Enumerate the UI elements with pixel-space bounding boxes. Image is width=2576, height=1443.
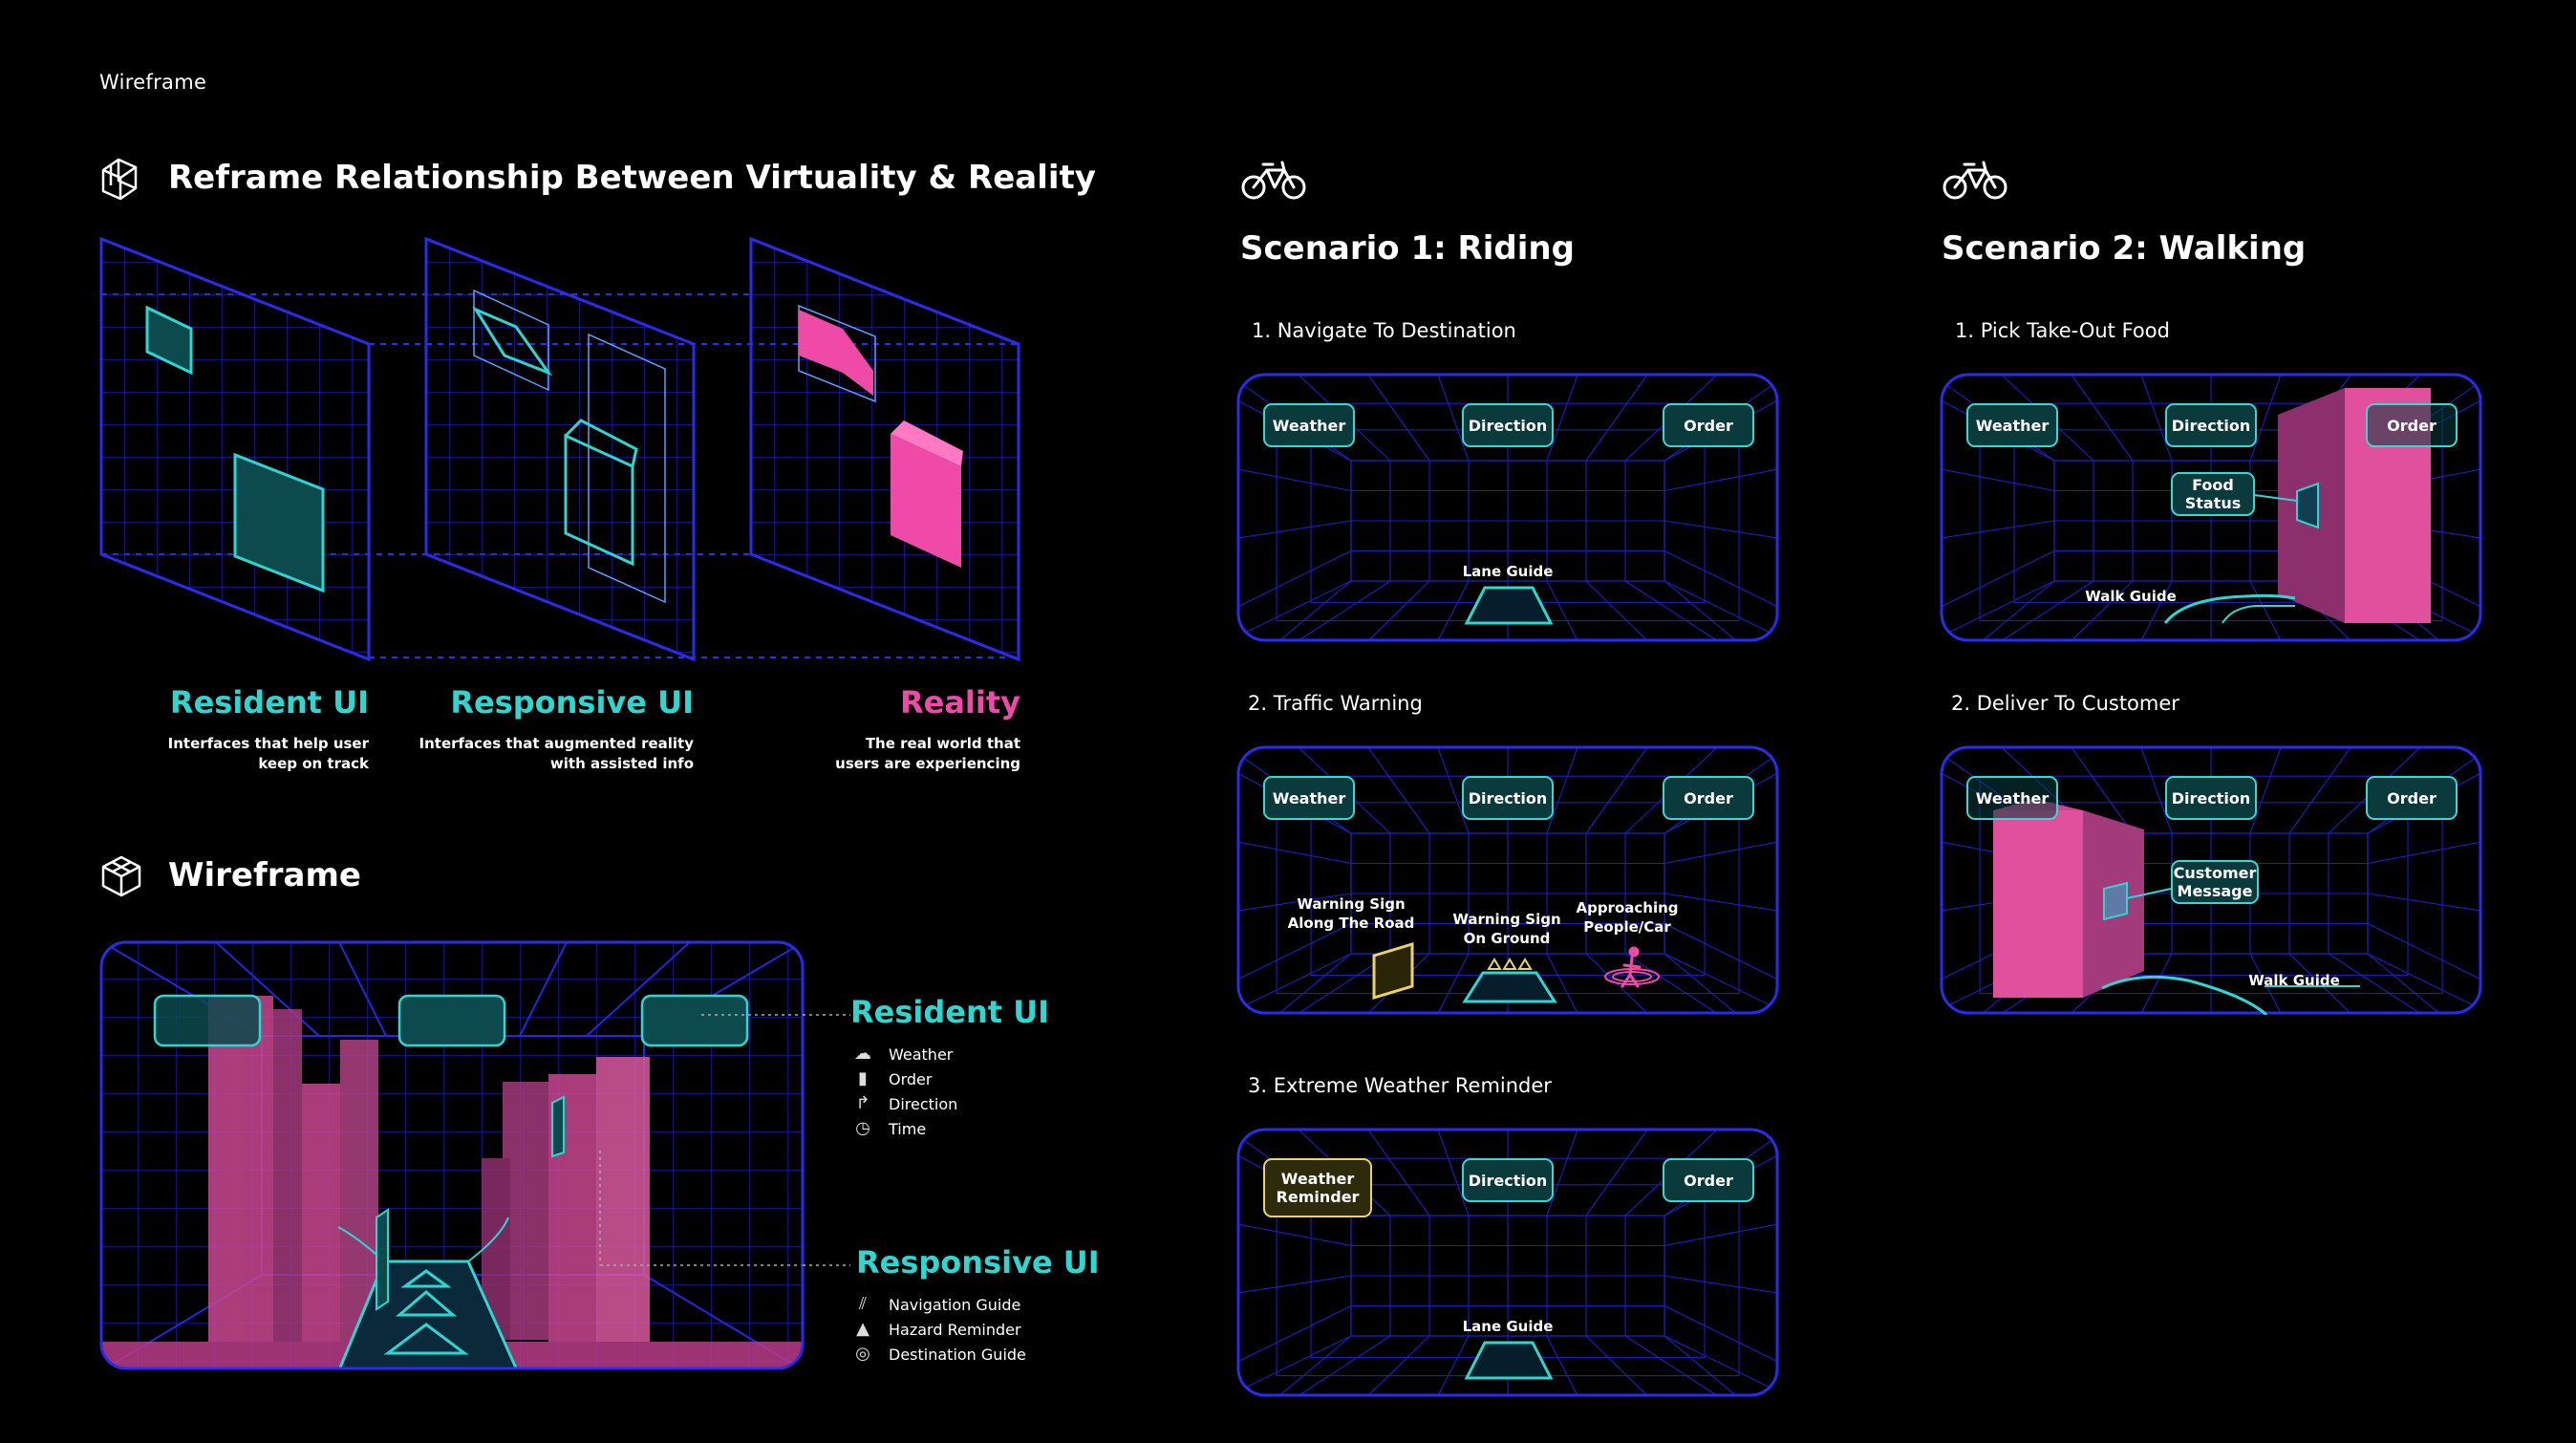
road-sign-shape [1372,942,1414,1001]
navigation-icon: ⫽ [858,1294,868,1314]
legend-navigation: ⫽Navigation Guide [852,1292,1026,1317]
legend-direction: ↱Direction [852,1091,957,1116]
order-chip[interactable]: Order [2366,776,2458,820]
callout-lines [803,1014,850,1266]
direction-chip[interactable]: Direction [1462,776,1554,820]
legend-responsive-title: Responsive UI [856,1244,1100,1281]
legend-resident-list: ☁Weather ▮Order ↱Direction ◷Time [852,1042,957,1141]
legend-time: ◷Time [852,1116,957,1141]
lane-guide-shape [1464,586,1554,625]
s1-step1-label: 1. Navigate To Destination [1252,319,1516,342]
s2-step2-label: 2. Deliver To Customer [1951,692,2179,715]
order-chip[interactable]: Order [1663,1158,1754,1202]
resident-ui-panel [99,236,371,662]
bicycle-icon [1240,159,1309,206]
topic-label: Wireframe [99,71,207,94]
building-shape [1993,799,2360,1015]
weather-chip[interactable]: Weather [1966,403,2058,447]
direction-chip[interactable]: Direction [1462,1158,1554,1202]
lane-guide-shape [1464,1341,1554,1380]
direction-chip[interactable]: Direction [1462,403,1554,447]
scenario1-title: Scenario 1: Riding [1240,229,1575,268]
warning-icon: ▲ [856,1319,869,1339]
direction-icon: ↱ [855,1093,870,1113]
bicycle-icon [1942,159,2010,206]
pedestrian-icon [1604,946,1660,988]
legend-weather: ☁Weather [854,1044,954,1064]
legend-responsive-list: ⫽Navigation Guide ▲Hazard Reminder ◎Dest… [852,1292,1026,1367]
lane-guide-label: Lane Guide [1462,563,1554,580]
weather-chip[interactable]: Weather [1263,776,1355,820]
reality-title: Reality [899,684,1020,721]
section1-title: Reframe Relationship Between Virtuality … [168,159,1096,197]
walk-guide-label: Walk Guide [2248,972,2340,989]
order-chip[interactable]: Order [1663,403,1754,447]
legend-order: ▮Order [852,1066,957,1091]
clock-icon: ◷ [855,1118,870,1138]
s2-step1-label: 1. Pick Take-Out Food [1955,319,2170,342]
order-chip[interactable]: Order [2366,403,2458,447]
resident-ui-title: Resident UI [169,684,369,721]
s1-step3-label: 3. Extreme Weather Reminder [1248,1074,1552,1097]
target-icon: ◎ [855,1344,870,1364]
responsive-ui-panel [424,236,696,662]
ground-sign-shape [1462,958,1557,1003]
legend-resident-title: Resident UI [850,994,1050,1030]
perspective-grid-frame [1236,1128,1779,1397]
cube-icon [99,854,143,902]
legend-destination: ◎Destination Guide [852,1342,1026,1367]
weather-chip[interactable]: Weather [1966,776,2058,820]
lane-guide-label: Lane Guide [1462,1318,1554,1335]
layers-icon [99,157,143,205]
s1-step2-label: 2. Traffic Warning [1248,692,1423,715]
direction-chip[interactable]: Direction [2165,776,2257,820]
direction-chip[interactable]: Direction [2165,403,2257,447]
legend-hazard: ▲Hazard Reminder [852,1317,1026,1342]
layer-panels-diagram [99,236,1020,662]
responsive-ui-title: Responsive UI [450,684,694,721]
order-icon: ▮ [858,1068,868,1088]
order-chip[interactable]: Order [1663,776,1754,820]
scenario2-title: Scenario 2: Walking [1942,229,2307,268]
weather-icon: ☁ [854,1044,871,1064]
wireframe-street-diagram [99,940,805,1370]
s1-step1-frame: Weather Direction Order Lane Guide [1236,373,1779,642]
reality-panel [749,236,1020,662]
weather-chip[interactable]: Weather [1263,403,1355,447]
section2-title: Wireframe [168,856,361,894]
walk-guide-label: Walk Guide [2085,588,2177,605]
